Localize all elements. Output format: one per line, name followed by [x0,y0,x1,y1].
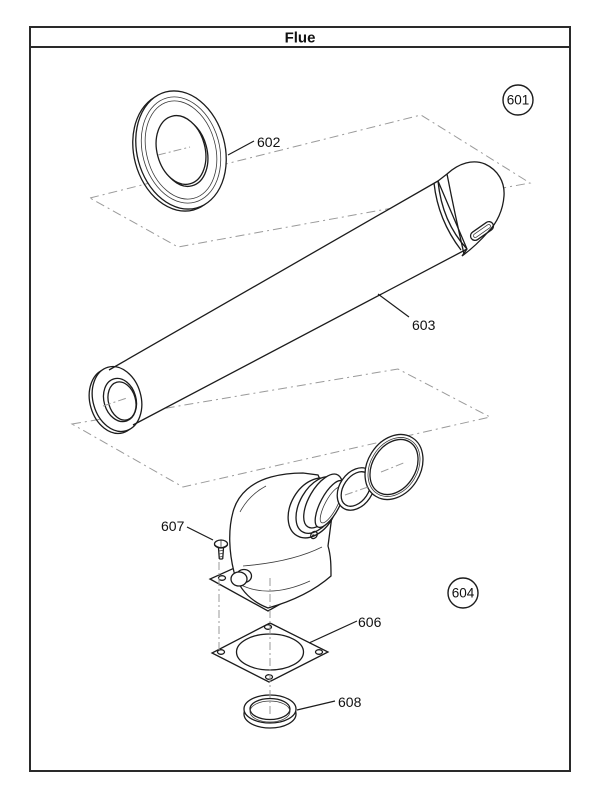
side-hole-center [312,534,315,537]
border-rect [29,26,571,772]
balloon-601-text: 601 [507,93,530,108]
balloon-604-text: 604 [452,586,475,601]
page-title: Flue [285,30,316,47]
ring-bevel-2 [144,100,218,200]
upper-plane [88,114,532,248]
leader-608 [296,700,336,711]
pipe-seam [437,180,468,250]
gasket-plate [210,622,330,683]
label-602: 602 [257,134,281,150]
ring-bevel [140,96,222,204]
pipe-body-mask [109,181,467,425]
label-606: 606 [358,614,382,630]
drawing-frame: Flue [29,26,571,772]
gasket-hole-top [263,624,273,630]
bend-inner-arc [242,546,323,567]
elbow-assembly [208,472,346,612]
large-ring-centerline [380,461,407,473]
screw-head-under [214,544,228,549]
cap-slot [469,220,495,242]
label-608: 608 [338,694,362,710]
pipe-bore-inner [107,381,137,421]
cap-slot-inner [473,224,491,238]
balloon-604-circle [447,577,479,609]
bend-top-arc [239,485,267,513]
part-607-screw [213,539,229,560]
screw-shank [217,547,225,560]
pipe-end-outer [91,365,143,433]
balloon-601-circle [502,84,534,116]
gasket-hole-bottom [264,674,274,680]
cap-crease [446,173,465,255]
screw-threads [218,550,224,558]
side-hole [310,530,318,540]
cap-slot-outer [469,220,495,242]
gasket-hole-left [216,649,226,655]
small-oring-centerline [344,486,369,496]
label-603: 603 [412,317,436,333]
gasket-hole-right [314,649,324,655]
center-lines [102,146,407,714]
ring-bore [155,114,207,186]
leader-606 [308,620,358,644]
stub-face [230,571,248,587]
base-inner-arc [240,580,311,592]
part-603-flue-pipe [88,161,505,435]
part-602-trim-ring [132,90,227,212]
pipe-bore-outer [102,377,138,423]
leader-603 [377,293,410,318]
seal-ring-bore [249,697,291,721]
pipe-seam-back [433,182,462,251]
pipe-top-edge [108,180,439,371]
callouts: 602 603 606 607 608 [161,134,436,711]
pipe-centerline [102,397,128,407]
reference-planes [70,114,532,488]
leader-607 [186,526,214,541]
label-607: 607 [161,518,185,534]
large-ring-mid [367,437,421,497]
o-rings [336,433,424,511]
pipe-bottom-edge [132,248,468,426]
balloon-601: 601 [502,84,534,116]
large-ring-inner [369,438,419,496]
ring-602-centerline [157,146,191,156]
balloon-604: 604 [447,577,479,609]
leader-602 [227,140,255,156]
